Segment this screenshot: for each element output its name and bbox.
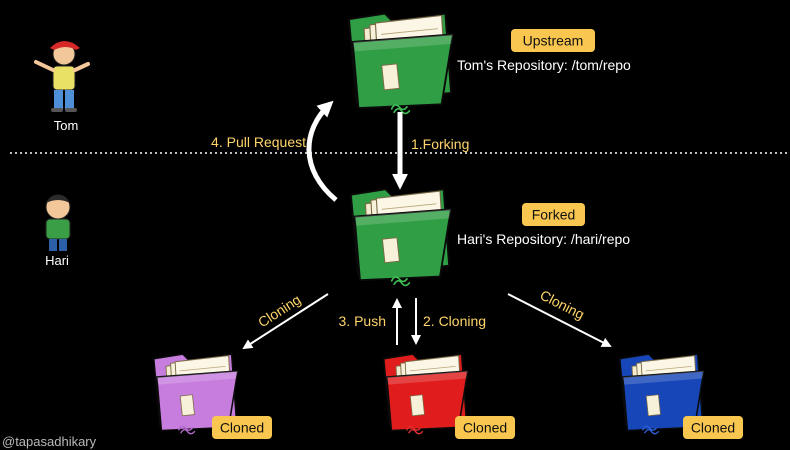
- svg-text:Forked: Forked: [532, 207, 576, 223]
- svg-text:Cloned: Cloned: [220, 420, 264, 436]
- push-label: 3. Push: [339, 313, 386, 329]
- cartoon-hari-icon: [45, 194, 71, 251]
- forking-label: 1.Forking: [411, 136, 469, 152]
- cartoon-tom-icon: [34, 41, 90, 112]
- clone-center-badge: Cloned: [455, 416, 515, 439]
- pull-request-label: 4. Pull Request: [211, 134, 306, 150]
- svg-text:Cloned: Cloned: [463, 420, 507, 436]
- forked-description: Hari's Repository: /hari/repo: [457, 231, 630, 247]
- forked-badge: Forked: [522, 203, 585, 226]
- svg-text:Cloned: Cloned: [691, 420, 735, 436]
- watermark-text: @tapasadhikary: [2, 434, 97, 449]
- pull-request-arrow: [306, 100, 338, 202]
- cloning-left-arrow: [242, 293, 329, 350]
- cloning-center-label: 2. Cloning: [423, 313, 486, 329]
- forked-folder-icon: [349, 188, 452, 282]
- hari-name: Hari: [45, 253, 69, 268]
- cloning-right-arrow: [507, 293, 612, 347]
- upstream-folder-icon: [347, 12, 454, 110]
- svg-text:Upstream: Upstream: [523, 33, 584, 49]
- tom-name: Tom: [54, 118, 79, 133]
- clone-left-badge: Cloned: [212, 416, 272, 439]
- cloning-right-label: Cloning: [537, 287, 587, 323]
- clone-right-badge: Cloned: [683, 416, 743, 439]
- upstream-description: Tom's Repository: /tom/repo: [457, 57, 631, 73]
- upstream-badge: Upstream: [511, 29, 595, 52]
